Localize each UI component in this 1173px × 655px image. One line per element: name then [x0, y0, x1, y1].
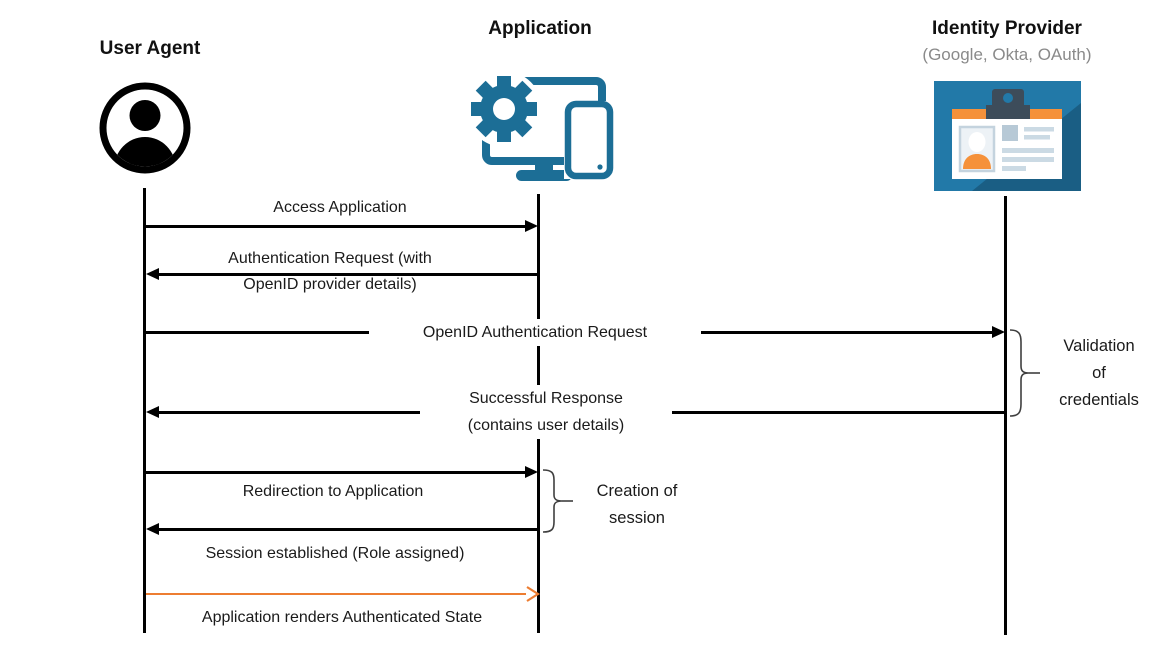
user-icon	[98, 81, 192, 175]
message-label-successful-response: Successful Response (contains user detai…	[420, 385, 672, 439]
arrow-authentication-request	[159, 273, 537, 276]
arrow-application-renders-authenticated-state	[146, 593, 526, 595]
arrow-session-established	[159, 528, 537, 531]
annotation-creation-of-session: Creation of session	[596, 482, 678, 527]
arrowhead-right-icon	[525, 220, 538, 232]
annotation-validation-of-credentials: Validation of credentials	[1059, 337, 1139, 409]
arrowhead-right-icon	[992, 326, 1005, 338]
lifeline-identity-provider	[1004, 196, 1007, 635]
actor-title-user-agent: User Agent	[99, 38, 201, 59]
application-devices-icon	[452, 64, 628, 190]
brace-validation-of-credentials	[1008, 329, 1044, 417]
arrowhead-open-right-icon	[524, 586, 540, 602]
arrowhead-left-icon	[146, 523, 159, 535]
message-label-application-renders-authenticated-state: Application renders Authenticated State	[201, 609, 483, 626]
id-card-icon	[934, 81, 1081, 191]
arrowhead-left-icon	[146, 406, 159, 418]
arrow-redirection-to-application	[146, 471, 526, 474]
arrowhead-left-icon	[146, 268, 159, 280]
message-label-openid-authentication-request: OpenID Authentication Request	[369, 319, 701, 346]
message-label-authentication-request: Authentication Request (with OpenID prov…	[228, 250, 432, 293]
brace-creation-of-session	[541, 469, 577, 533]
message-label-access-application: Access Application	[273, 199, 407, 216]
message-label-session-established: Session established (Role assigned)	[205, 545, 465, 562]
arrow-access-application	[146, 225, 526, 228]
message-label-redirection-to-application: Redirection to Application	[242, 483, 424, 500]
lifeline-user-agent	[143, 188, 146, 633]
actor-subtitle-identity-provider: (Google, Okta, OAuth)	[922, 45, 1092, 64]
actor-title-identity-provider: Identity Provider	[932, 18, 1082, 39]
arrowhead-right-icon	[525, 466, 538, 478]
actor-title-application: Application	[488, 18, 592, 39]
